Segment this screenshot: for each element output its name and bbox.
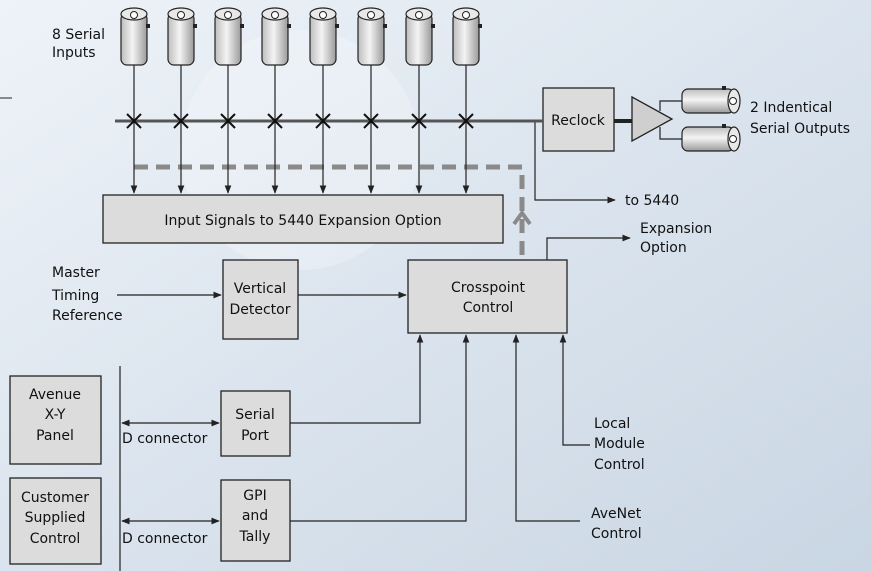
input-connector-4 xyxy=(261,7,291,66)
reclock-label: Reclock xyxy=(551,113,606,129)
input-connector-3 xyxy=(214,7,244,66)
avenet-line1: AveNet xyxy=(591,506,642,522)
master-timing-line1: Master xyxy=(52,265,100,281)
master-timing-line2: Timing xyxy=(51,288,99,304)
output-connector-2 xyxy=(681,124,741,152)
output-amplifier xyxy=(631,95,674,143)
to-5440-label: to 5440 xyxy=(625,193,679,209)
expansion-inputs-box xyxy=(102,194,504,244)
crosspoint-control-line2: Control xyxy=(463,300,514,316)
output-connector-1 xyxy=(681,86,741,114)
local-module-line1: Local xyxy=(594,416,630,432)
input-connector-5 xyxy=(309,7,339,66)
input-connector-7 xyxy=(405,7,435,66)
customer-control-box xyxy=(9,477,102,565)
avenue-panel-line3: Panel xyxy=(36,428,74,444)
amp-output-wires xyxy=(659,100,682,140)
outputs-label-line2: Serial Outputs xyxy=(750,121,850,137)
crosspoint-mark-8 xyxy=(458,113,474,129)
local-module-line xyxy=(559,334,590,446)
crosspoint-mark-2 xyxy=(173,113,189,129)
avenet-line xyxy=(512,334,580,522)
avenue-panel-line1: Avenue xyxy=(29,387,81,403)
outputs-label-line1: 2 Indentical xyxy=(750,100,832,116)
input-connector-1 xyxy=(120,7,150,66)
master-timing-line3: Reference xyxy=(52,308,123,324)
crosspoint-mark-4 xyxy=(267,113,283,129)
d-connector-1: D connector xyxy=(122,431,208,447)
local-module-line2: Module xyxy=(594,436,645,452)
gpi-to-crosspoint xyxy=(290,334,470,522)
d-connector-2: D connector xyxy=(122,531,208,547)
expansion-dashed-path xyxy=(134,164,525,256)
serial-port-box xyxy=(220,390,291,457)
expansion-option-line2: Option xyxy=(640,240,687,256)
input-connector-2 xyxy=(167,7,197,66)
avenue-panel-box xyxy=(9,375,102,465)
crosspoint-mark-5 xyxy=(315,113,331,129)
vertical-detector-box xyxy=(222,259,299,340)
crosspoint-control-box xyxy=(407,259,568,334)
crosspoint-mark-1 xyxy=(126,113,142,129)
expansion-dashed-arrow xyxy=(512,209,532,226)
crosspoint-marks xyxy=(126,113,474,129)
avenue-panel-line2: X-Y xyxy=(45,407,66,423)
vertical-detector-line2: Detector xyxy=(229,302,290,318)
expansion-option-line xyxy=(546,234,631,260)
to-5440-line xyxy=(534,121,616,204)
crosspoint-control-line1: Crosspoint xyxy=(451,280,526,296)
customer-control-line1: Customer xyxy=(21,490,89,506)
gpi-tally-line3: Tally xyxy=(239,529,271,545)
expansion-option-line1: Expansion xyxy=(640,221,712,237)
crosspoint-mark-7 xyxy=(411,113,427,129)
input-connector-6 xyxy=(357,7,387,66)
vertical-detector-line1: Vertical xyxy=(234,281,286,297)
serial-to-crosspoint xyxy=(290,334,424,424)
input-connector-8 xyxy=(452,7,482,66)
avenet-line2: Control xyxy=(591,526,642,542)
inputs-label-line1: 8 Serial xyxy=(52,27,105,43)
expansion-inputs-label: Input Signals to 5440 Expansion Option xyxy=(164,213,441,229)
crosspoint-mark-3 xyxy=(220,113,236,129)
gpi-tally-line2: and xyxy=(242,508,268,524)
serial-port-line1: Serial xyxy=(235,407,275,423)
inputs-label-line2: Inputs xyxy=(52,45,96,61)
customer-control-line2: Supplied xyxy=(25,510,86,526)
reclock-box xyxy=(542,87,615,152)
customer-control-line3: Control xyxy=(30,531,81,547)
gpi-tally-line1: GPI xyxy=(243,488,266,504)
crosspoint-mark-6 xyxy=(363,113,379,129)
serial-port-line2: Port xyxy=(241,428,269,444)
input-connectors xyxy=(120,7,482,66)
local-module-line3: Control xyxy=(594,457,645,473)
gpi-tally-box xyxy=(220,479,291,562)
